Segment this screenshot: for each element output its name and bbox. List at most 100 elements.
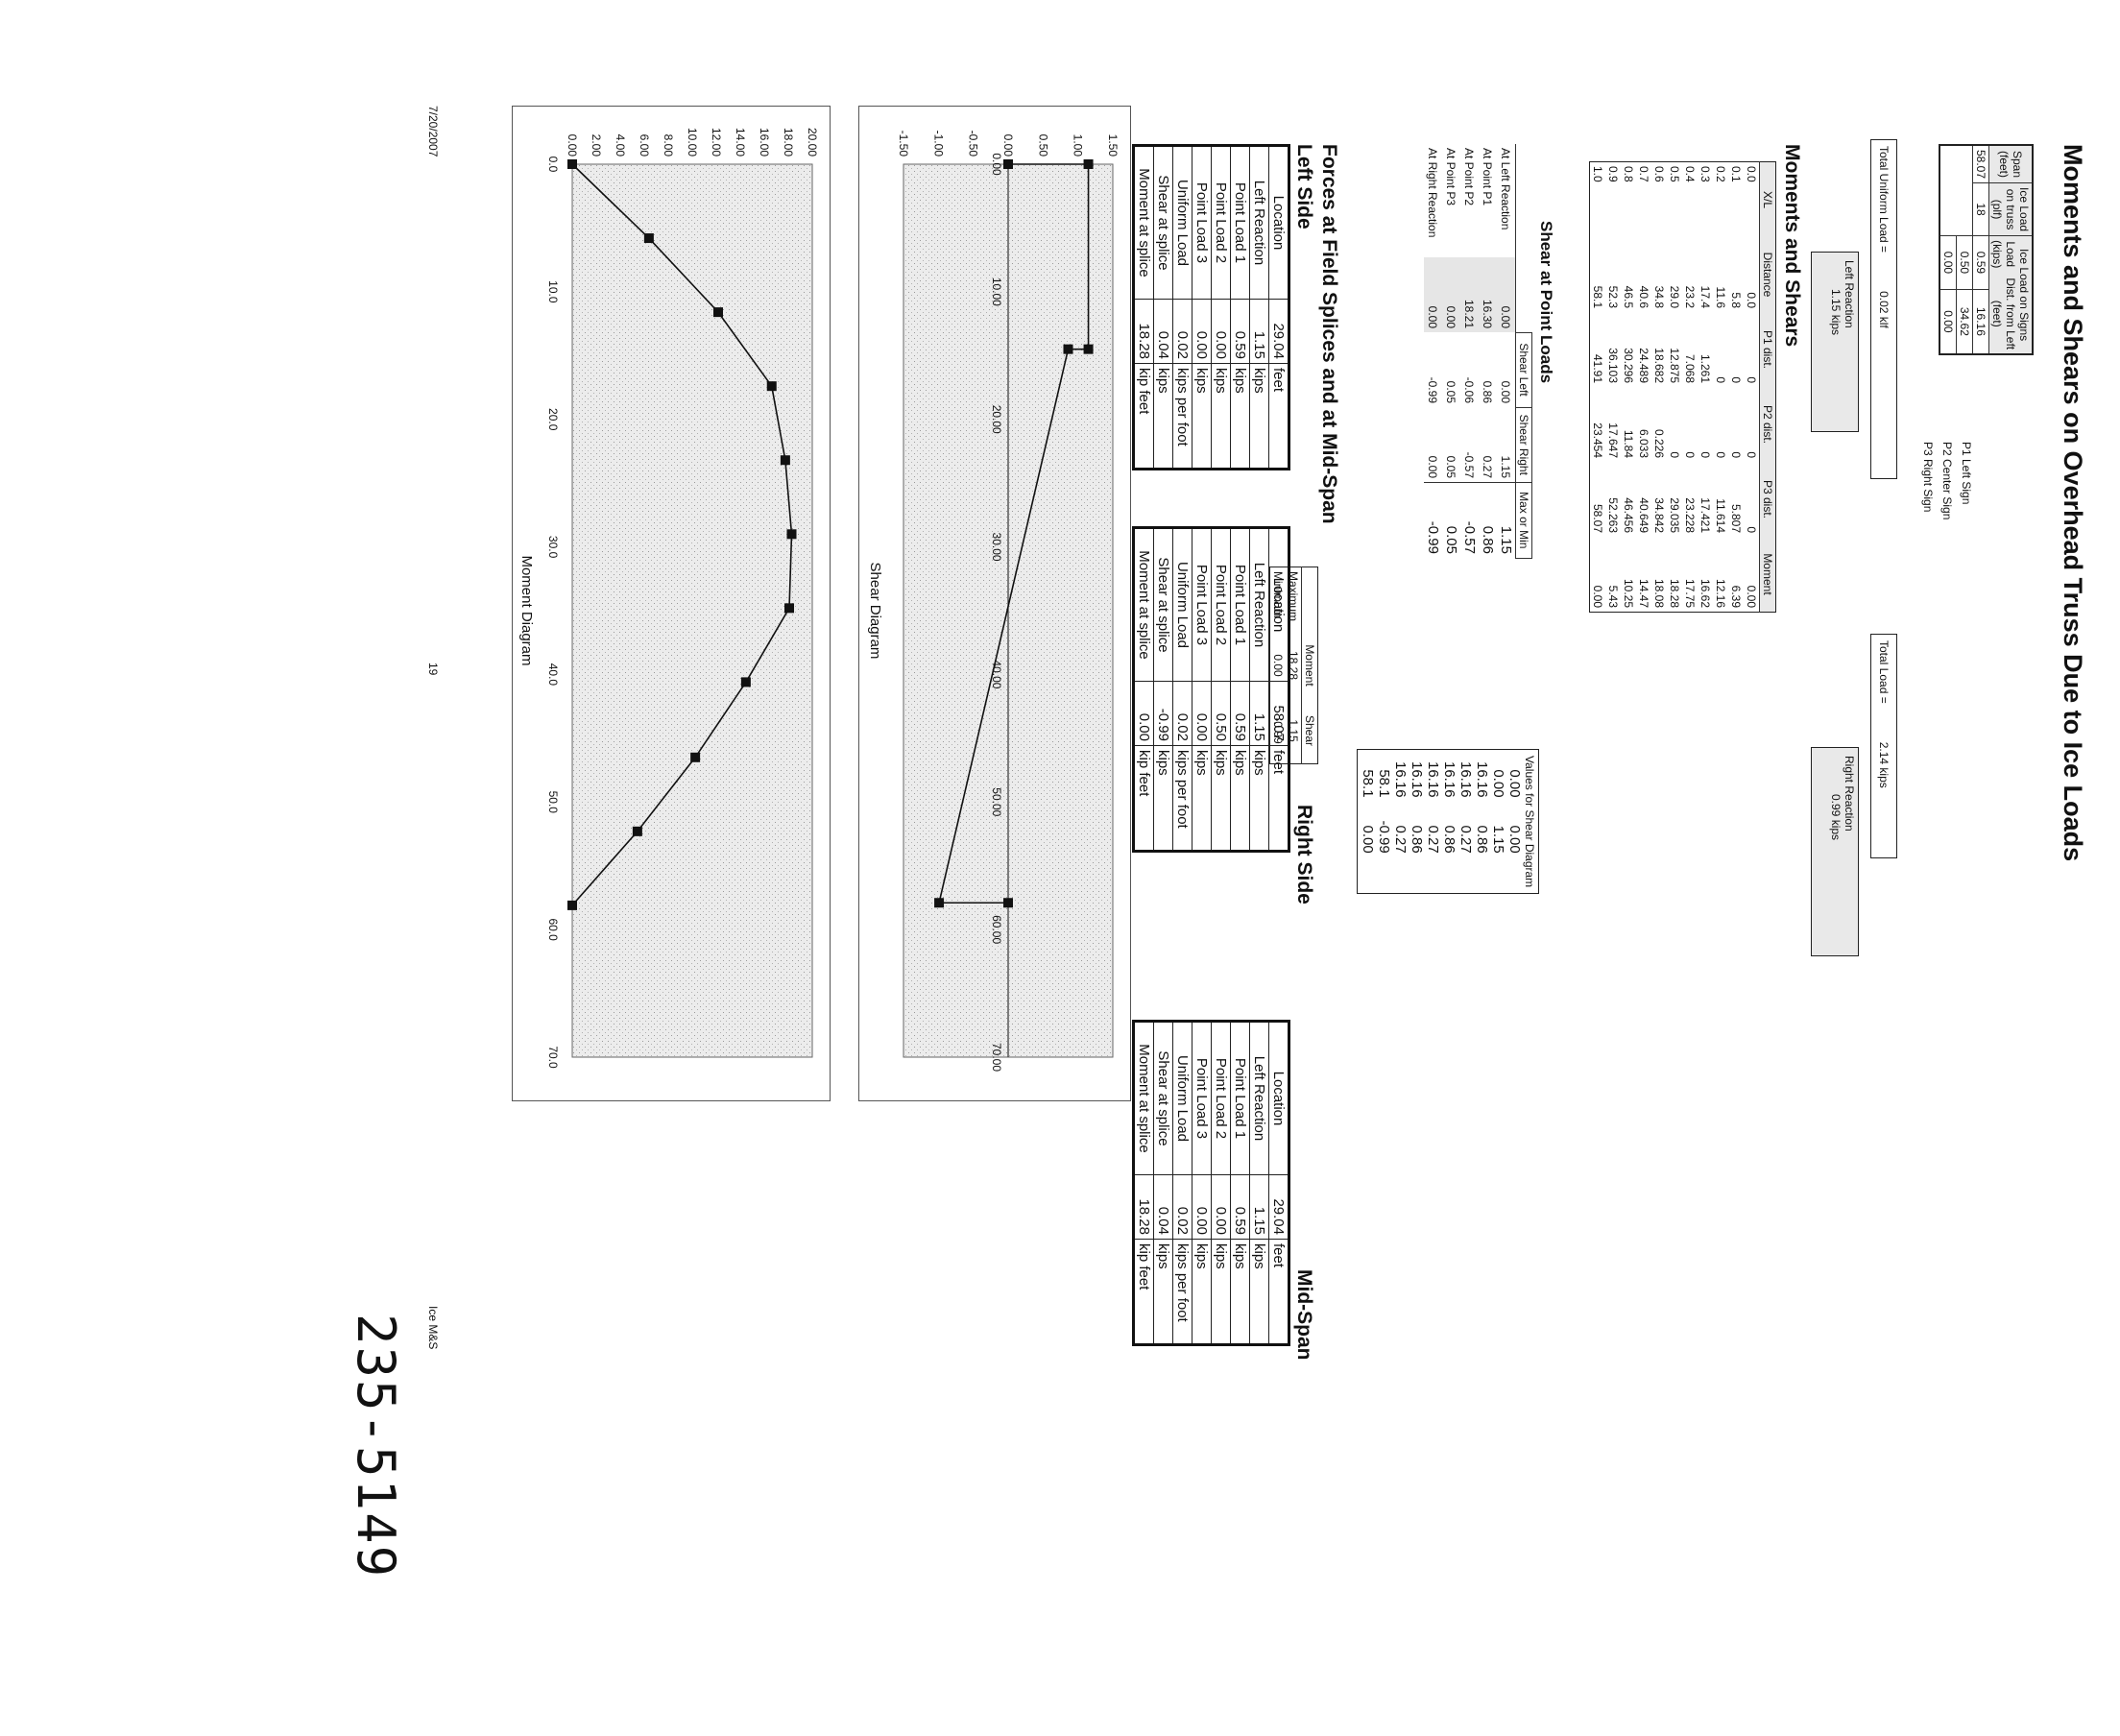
ice-signs-header: Ice Load on Signs Load(kips) Dist. from … <box>1988 235 2033 355</box>
shear-cell: 0.00 <box>1442 257 1460 332</box>
y-tick-label: 14.00 <box>734 128 747 157</box>
handwritten-note: 235-5149 <box>346 1314 406 1579</box>
shear-value-cell: 0.00 <box>1360 825 1376 854</box>
force-cell: Location <box>1268 145 1289 300</box>
data-point <box>567 900 577 910</box>
ms-cell: 5.8 <box>1729 292 1743 308</box>
footer-date: 7/20/2007 <box>426 106 440 157</box>
sign-labels: P1 Left Sign P2 Center Sign P3 Right Sig… <box>1918 442 1976 519</box>
y-tick-label: 4.00 <box>614 134 627 157</box>
ms-cell: 52.3 <box>1606 285 1620 308</box>
force-cell: 18.28 <box>1133 299 1154 364</box>
x-tick-label: 10.00 <box>990 277 1003 306</box>
data-point <box>1003 159 1013 169</box>
force-cell: kips <box>1230 745 1250 852</box>
series-line <box>938 163 1090 904</box>
p3-label: P3 Right Sign <box>1921 442 1935 513</box>
ms-cell: 16.62 <box>1698 578 1712 608</box>
force-cell: kips <box>1249 363 1269 470</box>
force-cell: Shear at splice <box>1153 145 1173 300</box>
force-cell: feet <box>1268 1239 1289 1345</box>
y-tick-label: 10.00 <box>686 128 699 157</box>
force-cell: kips <box>1230 1239 1250 1345</box>
x-tick-label: 70.0 <box>546 1046 560 1069</box>
p3-dist: 0.00 <box>1939 289 1957 355</box>
data-point <box>690 752 701 762</box>
force-cell: 29.04 <box>1268 1174 1289 1240</box>
shear-cell: 0.05 <box>1442 482 1460 558</box>
force-cell: 0.02 <box>1172 1174 1192 1240</box>
force-cell: kip feet <box>1133 1239 1154 1345</box>
ms-cell: 5.43 <box>1606 585 1620 608</box>
x-tick-label: 20.00 <box>990 405 1003 434</box>
x-tick-label: 50.00 <box>990 787 1003 816</box>
force-cell: Moment at splice <box>1133 145 1154 300</box>
y-tick-label: -1.00 <box>931 131 945 157</box>
force-cell: Moment at splice <box>1133 1021 1154 1175</box>
ms-cell: 0.3 <box>1698 166 1712 182</box>
shear-value-cell: 0.00 <box>1506 769 1523 798</box>
shear-cell: At Point P2 <box>1462 148 1477 206</box>
ms-cell: 58.1 <box>1591 285 1604 308</box>
data-point <box>632 826 642 836</box>
shear-cell: 1.15 <box>1499 455 1513 478</box>
ms-cell: 29.0 <box>1668 285 1681 308</box>
force-cell: Point Load 1 <box>1230 1021 1250 1175</box>
ms-cell: 12.16 <box>1714 578 1727 608</box>
y-tick-label: 20.00 <box>806 128 819 157</box>
shear-cell: -0.57 <box>1462 451 1477 478</box>
data-point <box>780 455 790 466</box>
p2-label: P2 Center Sign <box>1940 442 1954 520</box>
ms-cell: 0 <box>1745 451 1758 458</box>
x-tick-label: 10.0 <box>546 280 560 303</box>
shear-cell: 0.00 <box>1499 380 1513 403</box>
data-point <box>1063 344 1073 354</box>
force-cell: Location <box>1268 527 1289 682</box>
y-tick-label: 1.00 <box>1072 134 1085 157</box>
shear-value-cell: 0.27 <box>1425 825 1441 854</box>
shear-value-cell: 16.16 <box>1441 761 1458 798</box>
ms-cell: 0 <box>1683 451 1697 458</box>
ms-cell: 40.649 <box>1637 497 1650 533</box>
x-tick-label: 0.00 <box>990 153 1003 176</box>
shear-value-cell: 58.1 <box>1376 769 1392 798</box>
shear-header-cell: Shear Left <box>1515 332 1532 407</box>
ms-cell: 41.91 <box>1591 353 1604 383</box>
x-tick-label: 20.0 <box>546 408 560 431</box>
shear-value-cell: 16.16 <box>1409 761 1425 798</box>
force-cell: 0.00 <box>1192 681 1212 746</box>
force-cell: 1.15 <box>1249 1174 1269 1240</box>
ms-cell: 11.6 <box>1714 286 1727 308</box>
shear-cell: -0.99 <box>1424 482 1442 558</box>
ms-cell: 40.6 <box>1637 285 1650 308</box>
shear-value-cell: 16.16 <box>1458 761 1474 798</box>
force-cell: kips <box>1153 1239 1173 1345</box>
ice-truss-value: 18 <box>1972 182 1989 236</box>
shear-cell: 0.05 <box>1444 380 1458 403</box>
chart-title: Shear Diagram <box>867 563 883 660</box>
y-tick-label: 0.00 <box>566 134 579 157</box>
y-tick-label: -1.50 <box>897 131 910 157</box>
ms-cell: 17.421 <box>1698 497 1712 533</box>
force-cell: kip feet <box>1133 745 1154 852</box>
x-tick-label: 30.0 <box>546 536 560 559</box>
force-cell: -0.99 <box>1153 681 1173 746</box>
